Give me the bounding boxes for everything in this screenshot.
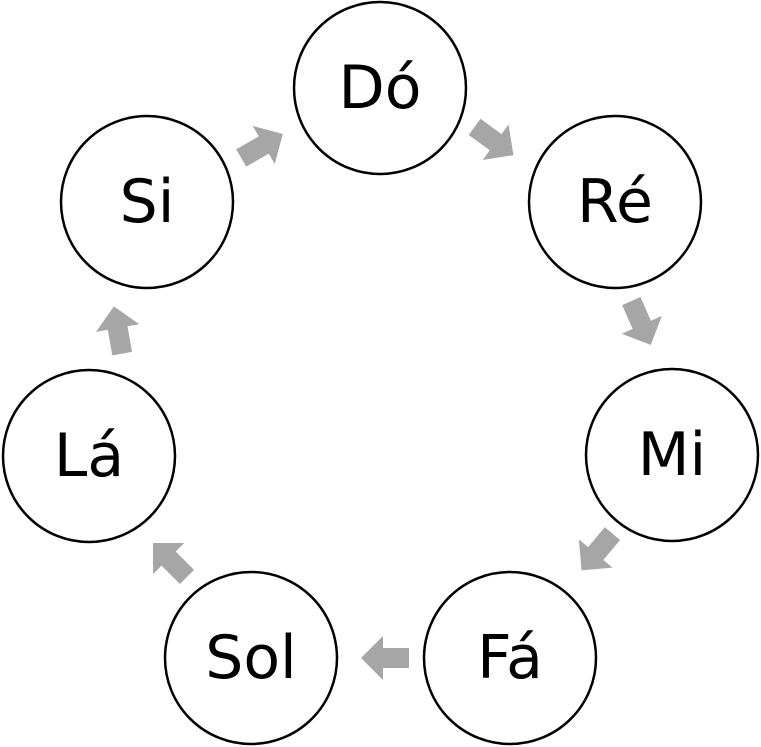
node-fa: Fá xyxy=(422,570,598,746)
node-mi: Mi xyxy=(584,367,760,543)
node-la-label: Lá xyxy=(54,421,124,491)
node-si-label: Si xyxy=(120,167,175,237)
node-re: Ré xyxy=(527,114,703,290)
node-re-label: Ré xyxy=(577,167,653,237)
node-si-circle xyxy=(59,114,235,290)
node-fa-label: Fá xyxy=(477,623,543,693)
arrow-fa-to-sol xyxy=(361,636,409,680)
cycle-arrows xyxy=(95,118,662,680)
node-la-circle xyxy=(1,368,177,544)
node-do-circle xyxy=(292,0,468,176)
node-mi-circle xyxy=(584,367,760,543)
node-mi-label: Mi xyxy=(638,420,706,490)
node-sol-label: Sol xyxy=(205,623,296,693)
node-sol-circle xyxy=(163,570,339,746)
arrow-do-to-re xyxy=(468,118,514,160)
arrow-la-to-si xyxy=(95,306,140,356)
node-do: Dó xyxy=(292,0,468,176)
node-si: Si xyxy=(59,114,235,290)
arrow-re-to-mi xyxy=(621,297,662,345)
node-re-circle xyxy=(527,114,703,290)
arrow-mi-to-fa xyxy=(578,527,621,571)
node-fa-circle xyxy=(422,570,598,746)
node-sol: Sol xyxy=(163,570,339,746)
arrow-si-to-do xyxy=(236,125,283,167)
arrow-sol-to-la xyxy=(153,543,195,585)
node-la: Lá xyxy=(1,368,177,544)
node-do-label: Dó xyxy=(339,53,422,123)
